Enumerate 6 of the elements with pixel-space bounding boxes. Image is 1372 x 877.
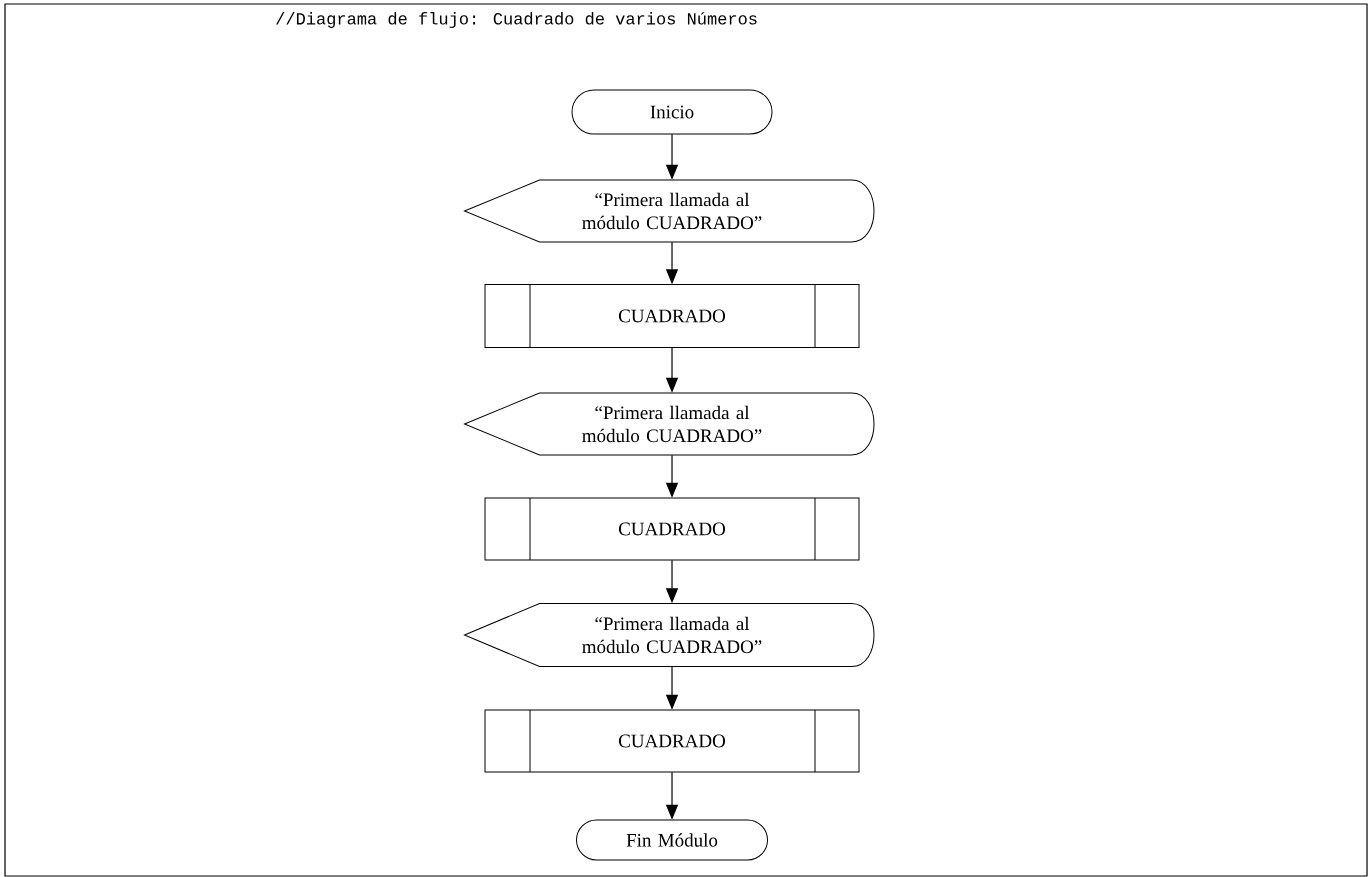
- subroutine-box: CUADRADO: [484, 709, 860, 773]
- subroutine-box: CUADRADO: [484, 284, 860, 348]
- terminal-box: Inicio: [571, 89, 773, 135]
- subroutine-box: CUADRADO: [484, 497, 860, 561]
- terminal-box: Fin Módulo: [576, 819, 768, 861]
- title: //Diagrama de flujo: Cuadrado de varios Números: [276, 12, 757, 28]
